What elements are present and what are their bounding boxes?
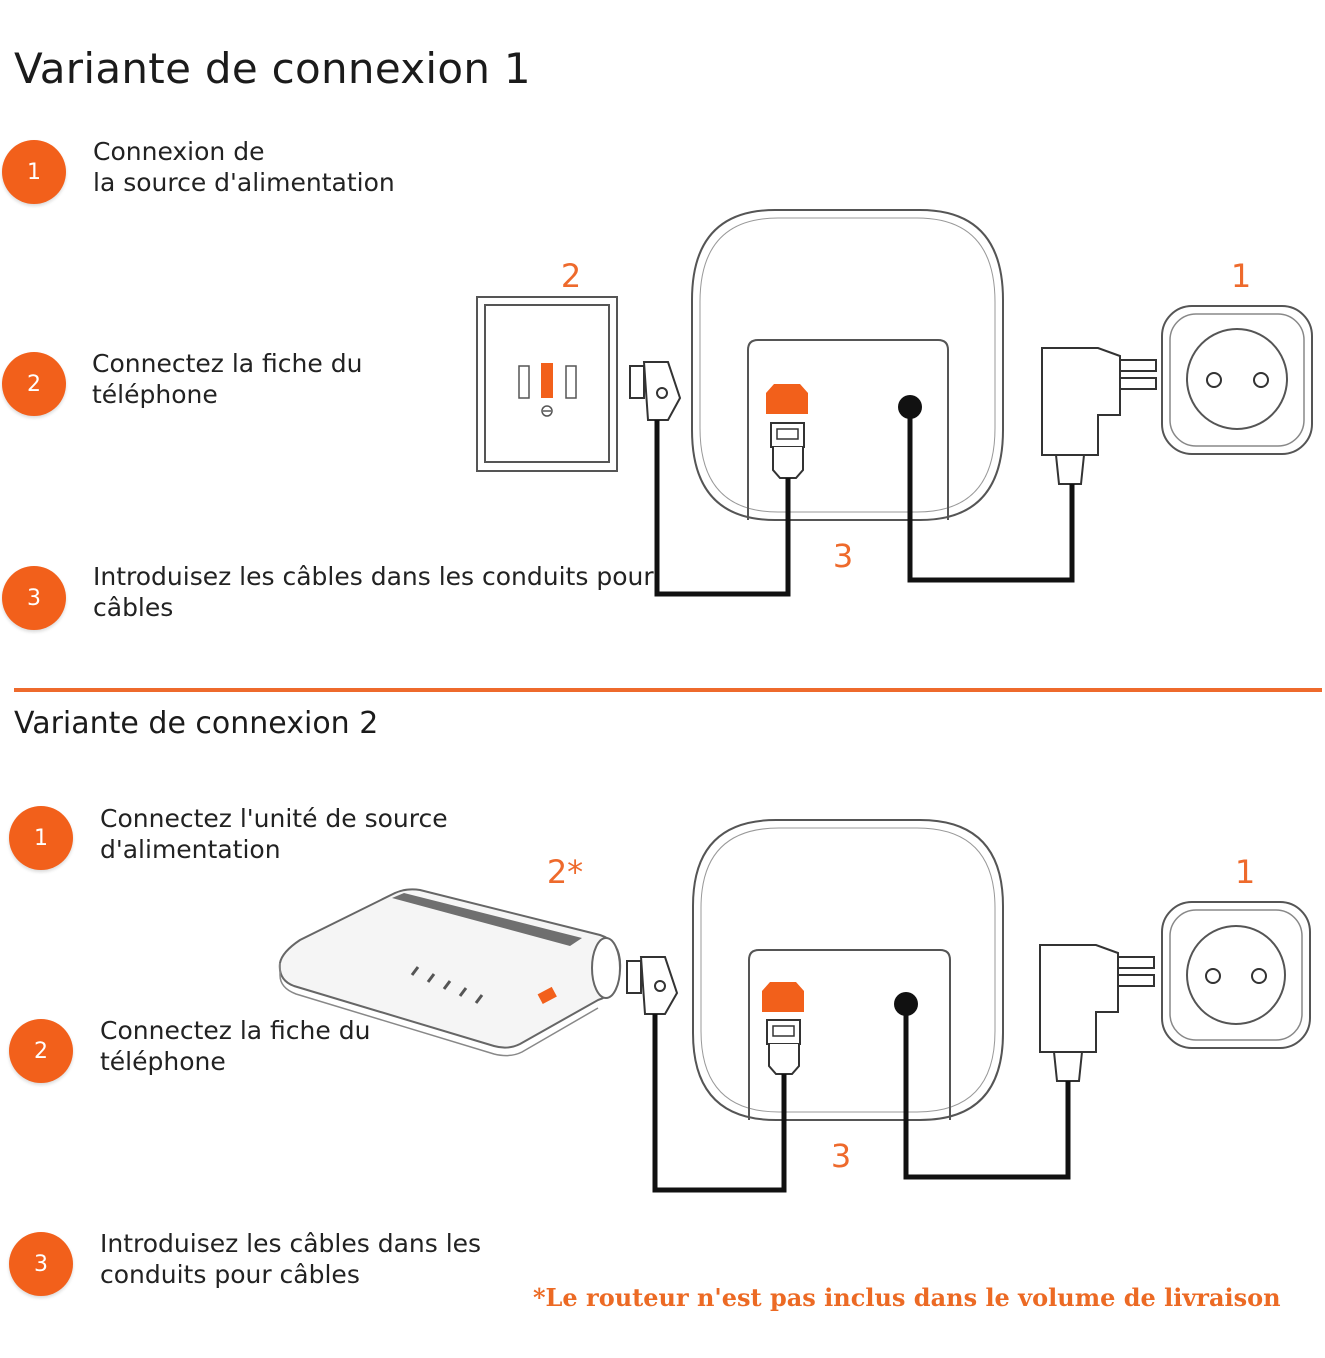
label-cable: 3 xyxy=(831,1137,851,1175)
step-badge-1: 1 xyxy=(9,806,73,870)
power-cable xyxy=(907,407,1075,583)
section2-title: Variante de connexion 2 xyxy=(14,706,379,741)
section2-step1-text: Connectez l'unité de source d'alimentati… xyxy=(100,803,448,865)
phone-cable xyxy=(654,420,791,597)
base-station-icon xyxy=(691,209,1004,521)
step-badge-2: 2 xyxy=(2,352,66,416)
tae-plug-icon xyxy=(629,361,682,421)
diagram-1: 2 xyxy=(476,209,1313,597)
phone-port-icon xyxy=(766,384,808,479)
step-badge-3: 3 xyxy=(2,566,66,630)
label-wall-jack: 2 xyxy=(561,257,581,295)
step-text-line: Connectez l'unité de source xyxy=(100,804,448,833)
section2-step2-text: Connectez la fiche du téléphone xyxy=(100,1015,370,1077)
step-text-line: Introduisez les câbles dans les xyxy=(100,1229,482,1258)
step-text-line: la source d'alimentation xyxy=(93,168,395,197)
wall-jack-icon xyxy=(476,296,618,472)
step-badge-2: 2 xyxy=(9,1019,73,1083)
router-icon xyxy=(278,888,622,1057)
base-station-icon xyxy=(692,819,1004,1121)
power-adapter-icon xyxy=(1039,944,1155,1082)
wall-outlet-icon xyxy=(1161,305,1313,455)
step-text-line: Introduisez les câbles dans les conduits… xyxy=(93,562,654,591)
section1-title: Variante de connexion 1 xyxy=(14,44,531,93)
step-text-line: câbles xyxy=(93,593,174,622)
tae-plug-icon xyxy=(626,956,679,1015)
section1-step2-text: Connectez la fiche du téléphone xyxy=(92,348,362,410)
phone-port-icon xyxy=(762,982,804,1075)
power-cable xyxy=(903,1004,1071,1180)
label-power: 1 xyxy=(1231,257,1251,295)
step-text-line: d'alimentation xyxy=(100,835,281,864)
step-text-line: Connectez la fiche du xyxy=(100,1016,371,1045)
label-router: 2* xyxy=(547,853,583,891)
step-badge-1: 1 xyxy=(2,140,66,204)
step-text-line: conduits pour câbles xyxy=(100,1260,360,1289)
step-text-line: téléphone xyxy=(92,380,218,409)
diagram-2: 2* xyxy=(278,819,1311,1193)
phone-cable xyxy=(652,1014,787,1193)
section1-step3-text: Introduisez les câbles dans les conduits… xyxy=(93,561,654,623)
label-cable: 3 xyxy=(833,537,853,575)
section1-step1-text: Connexion de la source d'alimentation xyxy=(93,136,395,198)
power-adapter-icon xyxy=(1041,347,1157,485)
section2-step3-text: Introduisez les câbles dans les conduits… xyxy=(100,1228,481,1290)
step-text-line: Connectez la fiche du xyxy=(92,349,363,378)
step-text-line: téléphone xyxy=(100,1047,226,1076)
section-divider xyxy=(14,688,1322,692)
wall-outlet-icon xyxy=(1161,901,1311,1049)
footnote: *Le routeur n'est pas inclus dans le vol… xyxy=(533,1283,1281,1312)
step-text-line: Connexion de xyxy=(93,137,265,166)
label-power: 1 xyxy=(1235,853,1255,891)
step-badge-3: 3 xyxy=(9,1232,73,1296)
